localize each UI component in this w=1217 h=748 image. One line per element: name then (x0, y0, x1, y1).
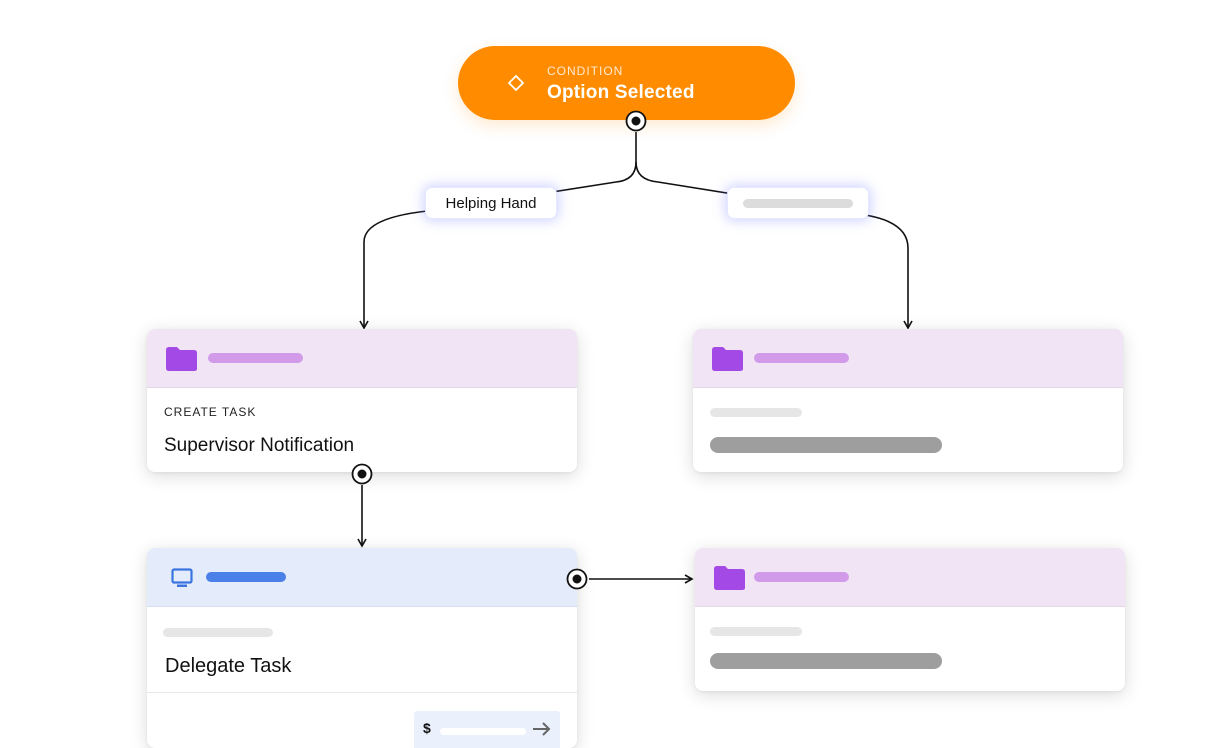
connector-condition-to-right (635, 161, 913, 330)
card-title-placeholder (710, 437, 942, 453)
card-kicker-placeholder (710, 408, 802, 417)
card-divider (147, 692, 577, 693)
dollar-sign: $ (423, 720, 431, 736)
task-card-placeholder-2[interactable] (695, 548, 1125, 691)
card-header (147, 329, 577, 388)
card-header (695, 548, 1125, 607)
card-header-placeholder (754, 572, 849, 582)
branch-label-helping-hand[interactable]: Helping Hand (426, 188, 556, 218)
connector-condition-to-left (359, 132, 637, 330)
condition-kicker: CONDITION (547, 64, 624, 78)
card-header-placeholder (206, 572, 286, 582)
task-card-delegate-task[interactable]: Delegate Task $ (147, 548, 577, 748)
condition-node[interactable] (458, 46, 795, 120)
price-placeholder (440, 728, 526, 735)
card-header-placeholder (208, 353, 303, 363)
price-field[interactable]: $ (414, 711, 560, 748)
card-header (147, 548, 577, 607)
card-title-placeholder (710, 653, 942, 669)
condition-output-port[interactable] (625, 110, 647, 132)
card3-output-port[interactable] (566, 568, 588, 590)
condition-title: Option Selected (547, 82, 695, 103)
task-card-supervisor-notification[interactable]: CREATE TASK Supervisor Notification (147, 329, 577, 472)
card-header-placeholder (754, 353, 849, 363)
branch-label-text: Helping Hand (445, 194, 537, 212)
card-kicker-placeholder (710, 627, 802, 636)
branch-label-placeholder (743, 198, 853, 208)
folder-icon (712, 347, 743, 371)
card-kicker: CREATE TASK (164, 405, 257, 419)
arrow-right-icon (533, 722, 551, 736)
card-kicker-placeholder (163, 628, 273, 637)
card-title: Supervisor Notification (164, 435, 355, 456)
monitor-icon (171, 568, 193, 587)
branch-label-other[interactable] (728, 188, 868, 218)
card-header (693, 329, 1123, 388)
diamond-icon (507, 74, 525, 92)
card-title: Delegate Task (165, 655, 292, 677)
folder-icon (714, 566, 745, 590)
card1-output-port[interactable] (351, 463, 373, 485)
task-card-placeholder[interactable] (693, 329, 1123, 472)
folder-icon (166, 347, 197, 371)
